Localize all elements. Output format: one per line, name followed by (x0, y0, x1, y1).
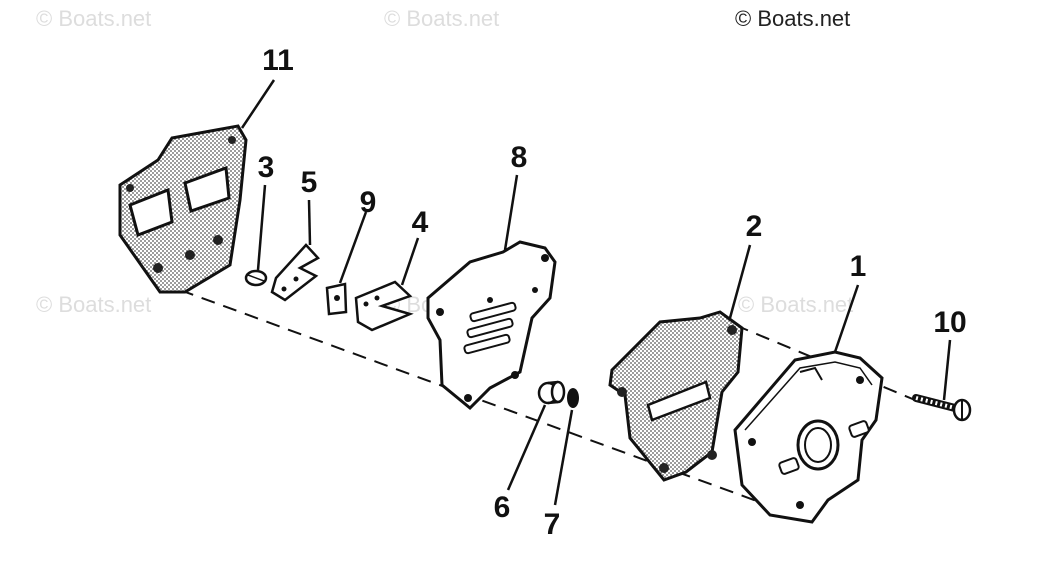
part-4-reed (354, 280, 414, 332)
part-1-cover (733, 350, 884, 524)
callout-3: 3 (257, 151, 275, 184)
callout-10: 10 (933, 306, 967, 339)
callout-5: 5 (300, 166, 318, 199)
part-8-reed-plate (426, 240, 557, 411)
part-10-screw (912, 394, 972, 422)
callout-6: 6 (493, 491, 511, 524)
part-5-reed-stop (270, 243, 320, 302)
part-7-disc (567, 388, 579, 408)
callout-7: 7 (543, 508, 561, 541)
part-9-plate (325, 282, 348, 316)
callout-2: 2 (745, 210, 763, 243)
callout-4: 4 (411, 206, 429, 239)
part-2-gasket (608, 310, 744, 482)
callout-1: 1 (849, 250, 867, 283)
watermark: © Boats.net (36, 6, 152, 31)
copyright-label: © Boats.net (735, 6, 851, 31)
watermark: © Boats.net (384, 6, 500, 31)
callout-8: 8 (510, 141, 528, 174)
callout-9: 9 (359, 186, 377, 219)
part-11-gasket (118, 124, 248, 294)
part-3-screw (244, 269, 268, 287)
leader-lines (240, 79, 952, 506)
watermark: © Boats.net (738, 292, 854, 317)
part-6-bushing (537, 380, 566, 405)
callout-11: 11 (262, 44, 294, 77)
watermark: © Boats.net (36, 292, 152, 317)
